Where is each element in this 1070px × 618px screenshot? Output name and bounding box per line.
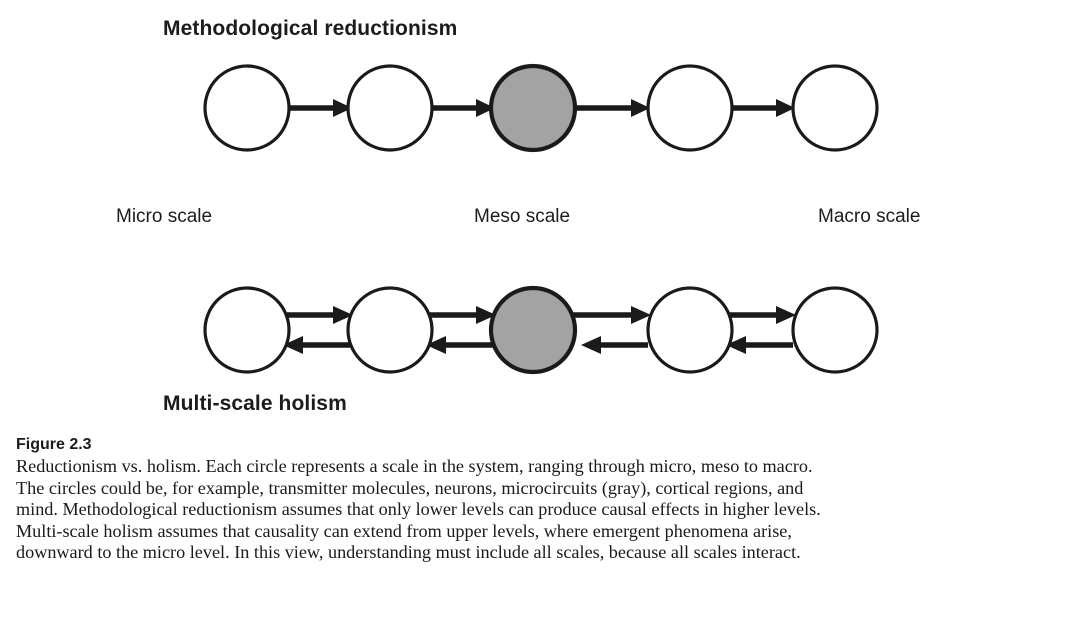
- bottom-diagram-edge-3-forward: [572, 306, 651, 324]
- top-diagram-edge-3: [575, 99, 650, 117]
- top-diagram-title: Methodological reductionism: [163, 17, 458, 40]
- top-diagram-node-5: [791, 64, 879, 152]
- scale-label-meso: Meso scale: [474, 206, 571, 227]
- bottom-diagram-edge-4-forward: [729, 306, 796, 324]
- top-diagram-node-3: [488, 63, 578, 153]
- top-diagram-edge-1: [289, 99, 352, 117]
- caption-line: Reductionism vs. holism. Each circle rep…: [16, 456, 813, 476]
- caption-line: Multi-scale holism assumes that causalit…: [16, 520, 792, 541]
- scale-label-macro: Macro scale: [818, 206, 921, 227]
- bottom-diagram-node-2: [346, 286, 434, 374]
- scale-label-micro: Micro scale: [116, 206, 213, 227]
- top-diagram-node-2: [346, 64, 434, 152]
- top-diagram-edge-4: [732, 99, 795, 117]
- top-diagram-node-4: [646, 64, 734, 152]
- caption-body: Reductionism vs. holism. Each circle rep…: [16, 456, 1054, 564]
- bottom-diagram-edge-1-forward: [286, 306, 353, 324]
- bottom-diagram-node-4: [646, 286, 734, 374]
- top-diagram-edge-2: [432, 99, 495, 117]
- bottom-diagram-edge-2-backward: [426, 336, 493, 354]
- caption-line: mind. Methodological reductionism assume…: [16, 499, 821, 520]
- bottom-diagram-node-5: [791, 286, 879, 374]
- bottom-diagram-title: Multi-scale holism: [163, 392, 347, 415]
- bottom-diagram-edge-2-forward: [429, 306, 496, 324]
- bottom-diagram-edge-3-backward: [581, 336, 648, 354]
- caption-line: The circles could be, for example, trans…: [16, 477, 804, 498]
- figure-caption: Figure 2.3 Reductionism vs. holism. Each…: [16, 434, 1054, 564]
- caption-line: downward to the micro level. In this vie…: [16, 542, 801, 563]
- top-diagram-node-1: [203, 64, 291, 152]
- bottom-diagram-node-1: [203, 286, 291, 374]
- bottom-diagram-node-3: [488, 285, 578, 375]
- bottom-diagram-edge-1-backward: [283, 336, 350, 354]
- bottom-diagram-edge-4-backward: [726, 336, 793, 354]
- figure-number: Figure 2.3: [16, 436, 92, 453]
